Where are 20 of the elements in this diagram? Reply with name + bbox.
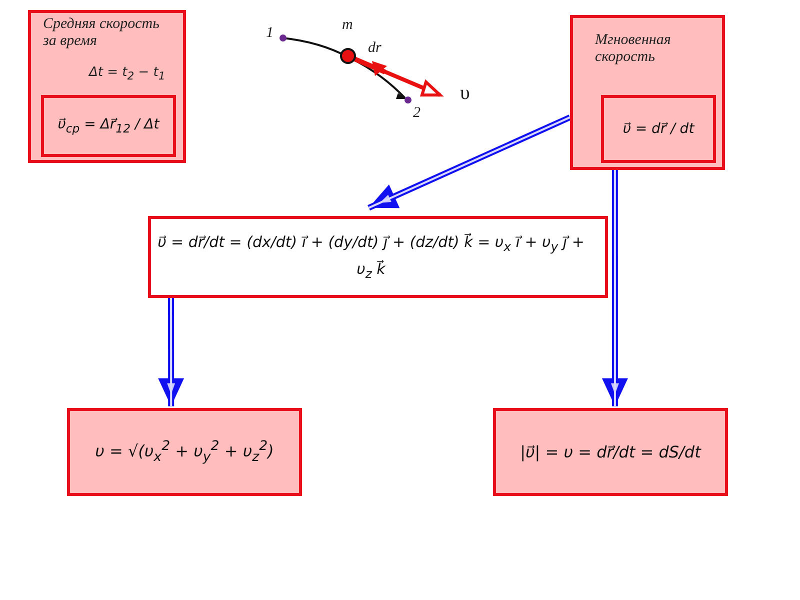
formula-panel: [148, 216, 608, 298]
formula: υ⃗ = dr⃗ / dt: [622, 121, 696, 137]
formula-panel: [570, 15, 725, 170]
figure-label: 2: [413, 105, 420, 122]
figure-label: υ: [460, 82, 470, 105]
heading: Средняя скорость за время: [43, 16, 160, 50]
formula-box: [41, 95, 176, 157]
formula: Δt = t$_{2}$ − t$_{1}$: [89, 65, 166, 83]
figure-label: 1: [266, 25, 274, 42]
formula: υ⃗ = dr⃗/dt = (dx/dt) i⃗ + (dy/dt) j⃗ + (dz/dt) k⃗ = υ$_{x}$ i⃗ + υ$_{y}$ j⃗ + υ$_{z}$ k⃗: [156, 232, 586, 283]
formula: |υ⃗| = υ = dr⃗/dt = dS/dt: [519, 442, 702, 462]
heading: Мгновенная скорость: [595, 32, 672, 66]
formula: υ = √(υ$_{x}$$^{2}$ + υ$_{y}$$^{2}$ + υ$_{z}$$^{2}$): [94, 439, 275, 465]
formula-panel: [493, 408, 728, 496]
formula-panel: [67, 408, 302, 496]
formula: υ⃗$_{ср}$ = Δr⃗$_{12}$ / Δt: [56, 116, 161, 136]
figure-label: dr⃗: [368, 40, 394, 57]
figure-label: m: [342, 17, 353, 34]
formula-panel: [28, 10, 186, 163]
formula-box: [601, 95, 716, 163]
